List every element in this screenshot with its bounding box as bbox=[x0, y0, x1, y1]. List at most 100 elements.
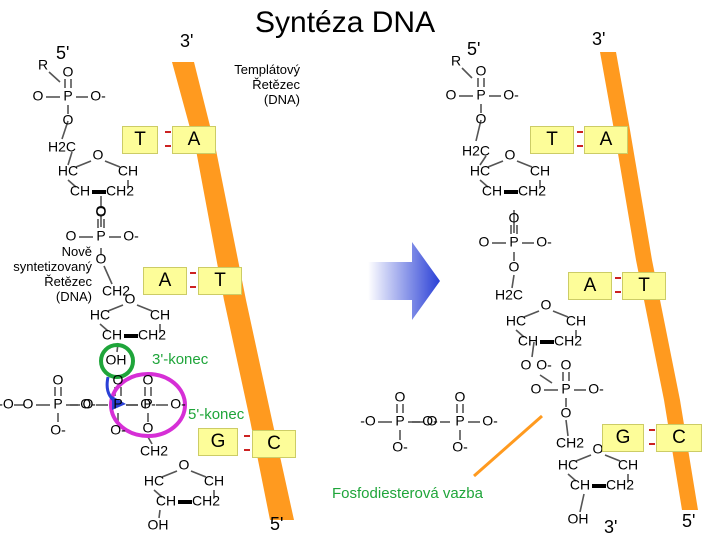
methylene-group: CH2 bbox=[554, 333, 582, 349]
oxygen-atom: O bbox=[561, 405, 572, 421]
oxygen-atom: O bbox=[446, 87, 457, 103]
methine-group: HC bbox=[58, 163, 78, 179]
phosphorus-atom: P bbox=[395, 413, 404, 429]
oxygen-atom: O bbox=[395, 389, 406, 405]
oxygen-anion: O- bbox=[170, 396, 186, 412]
oxygen-atom: O bbox=[541, 297, 552, 313]
methylene-group: CH2 bbox=[138, 327, 166, 343]
phosphodiester-bond-label: Fosfodiesterová vazba bbox=[332, 485, 483, 502]
oxygen-atom: O bbox=[521, 357, 532, 373]
five-prime-end-label: 5' bbox=[682, 511, 696, 531]
base-thymine: T bbox=[198, 267, 242, 295]
covalent-bond bbox=[487, 160, 504, 168]
five-prime-end-label: 5' bbox=[467, 39, 481, 59]
oxygen-atom: O bbox=[63, 112, 74, 128]
base-thymine: T bbox=[530, 126, 574, 154]
phosphorus-atom: P bbox=[113, 396, 122, 412]
oxygen-atom: O bbox=[66, 228, 77, 244]
five-end-highlight-circle bbox=[109, 372, 187, 438]
covalent-bond bbox=[531, 341, 535, 358]
oxygen-atom: O bbox=[96, 203, 107, 219]
oxygen-anion: O- bbox=[90, 88, 106, 104]
oxygen-atom: O bbox=[33, 88, 44, 104]
base-adenine: A bbox=[568, 272, 612, 300]
oxygen-anion: O- bbox=[392, 439, 408, 455]
oxygen-anion: O- bbox=[50, 422, 66, 438]
base-cytosine: C bbox=[252, 430, 296, 458]
three-prime-end-label: 3' bbox=[604, 517, 618, 537]
phosphorus-atom: P bbox=[561, 381, 570, 397]
methylene-group: CH2 bbox=[518, 183, 546, 199]
methine-group: HC bbox=[144, 473, 164, 489]
base-adenine: A bbox=[143, 267, 187, 295]
oxygen-atom: O bbox=[455, 389, 466, 405]
methine-group: CH bbox=[518, 333, 538, 349]
hydroxyl-group: OH bbox=[568, 511, 589, 527]
base-adenine: A bbox=[172, 126, 216, 154]
oxygen-atom: O bbox=[125, 291, 136, 307]
oxygen-atom: O bbox=[96, 251, 107, 267]
covalent-bond bbox=[479, 155, 487, 166]
methine-group: CH bbox=[118, 163, 138, 179]
methine-group: CH bbox=[70, 183, 90, 199]
phosphodiester-pointer bbox=[473, 414, 543, 478]
oxygen-anion: O- bbox=[123, 228, 139, 244]
covalent-bond bbox=[475, 119, 482, 142]
covalent-bond bbox=[158, 509, 161, 519]
new-strand-label-line: syntetizovaný bbox=[13, 259, 92, 274]
oxygen-atom: O bbox=[427, 413, 438, 429]
phosphorus-atom: P bbox=[455, 413, 464, 429]
base-thymine: T bbox=[622, 272, 666, 300]
three-prime-terminus-label: 3'-konec bbox=[152, 351, 209, 368]
bond-formation-arrowhead bbox=[112, 396, 126, 410]
base-cytosine: C bbox=[656, 424, 702, 452]
oxygen-anion: O- bbox=[536, 357, 552, 373]
five-prime-end-label: 5' bbox=[270, 514, 284, 534]
phosphorus-atom: P bbox=[509, 234, 518, 250]
oxygen-atom: O bbox=[113, 372, 124, 388]
oxygen-atom: O bbox=[476, 111, 487, 127]
oxygen-atom: O bbox=[143, 372, 154, 388]
base-adenine: A bbox=[584, 126, 628, 154]
template-strand-label-line: (DNA) bbox=[263, 92, 300, 107]
oxygen-atom: O bbox=[63, 64, 74, 80]
covalent-bond bbox=[604, 454, 621, 462]
template-strand-label-line: Templátový bbox=[234, 62, 300, 77]
oxygen-atom: O bbox=[476, 63, 487, 79]
phosphorus-atom: P bbox=[143, 396, 152, 412]
methine-group: CH bbox=[566, 313, 586, 329]
methylene-group: H2C bbox=[495, 287, 523, 303]
covalent-bond bbox=[190, 470, 207, 478]
methine-group: CH bbox=[204, 473, 224, 489]
methine-group: CH bbox=[530, 163, 550, 179]
methine-group: HC bbox=[90, 307, 110, 323]
oxygen-atom: O bbox=[509, 259, 520, 275]
methine-group: CH bbox=[570, 477, 590, 493]
oxygen-anion: O- bbox=[536, 234, 552, 250]
covalent-bond bbox=[107, 304, 124, 312]
oxygen-atom: O bbox=[143, 420, 154, 436]
oxygen-atom: O bbox=[53, 372, 64, 388]
r-group-atom: R bbox=[38, 57, 48, 73]
template-strand-label-line: Řetězec bbox=[252, 77, 300, 92]
base-guanine: G bbox=[198, 428, 238, 456]
oxygen-atom: O bbox=[83, 396, 94, 412]
covalent-bond bbox=[539, 374, 553, 384]
phosphorus-atom: P bbox=[96, 228, 105, 244]
new-strand-label-line: (DNA) bbox=[55, 289, 92, 304]
covalent-bond bbox=[161, 470, 178, 478]
base-thymine: T bbox=[122, 126, 158, 154]
methylene-group: CH2 bbox=[556, 435, 584, 451]
oxygen-anion: O- bbox=[422, 413, 438, 429]
hydroxyl-group: OH bbox=[148, 517, 169, 533]
oxygen-atom: O bbox=[561, 357, 572, 373]
oxygen-anion: O- bbox=[452, 439, 468, 455]
oxygen-anion: O- bbox=[482, 413, 498, 429]
base-guanine: G bbox=[602, 424, 644, 452]
page-title: Syntéza DNA bbox=[255, 6, 436, 39]
covalent-bond bbox=[515, 329, 525, 338]
methylene-group: H2C bbox=[462, 143, 490, 159]
methylene-group: CH2 bbox=[606, 477, 634, 493]
three-prime-end-label: 3' bbox=[592, 29, 606, 49]
oxygen-atom: O bbox=[531, 381, 542, 397]
